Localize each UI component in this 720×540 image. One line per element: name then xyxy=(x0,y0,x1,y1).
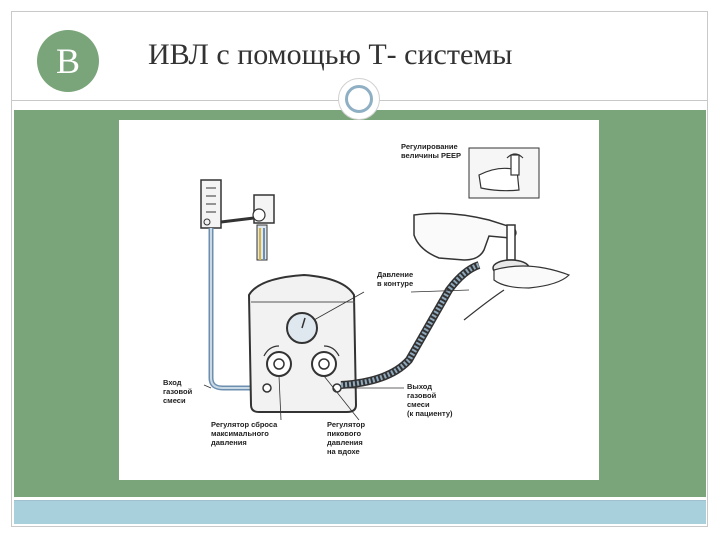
operator-hand xyxy=(413,212,517,261)
t-system-drawing xyxy=(200,147,571,421)
t-system-illustration: Регулирование величины PEEP Давление в к… xyxy=(119,120,599,480)
ring-inner-circle xyxy=(345,85,373,113)
blender-gauge-icon xyxy=(252,208,266,222)
slide-title: ИВЛ с помощью Т- системы xyxy=(148,38,513,71)
label-circuit-pressure: Давление в контуре xyxy=(377,270,414,288)
label-peak-inspiratory-pressure: Регулятор пикового давления на вдохе xyxy=(327,420,366,456)
t-piece-connector xyxy=(506,224,516,261)
infant-hand xyxy=(493,265,571,289)
divider-ring-ornament xyxy=(338,78,380,120)
slide-letter-badge: В xyxy=(37,30,99,92)
footer-band xyxy=(14,500,706,524)
label-gas-inlet: Вход газовой смеси xyxy=(163,378,193,405)
label-peep-adjustment: Регулирование величины PEEP xyxy=(401,142,462,160)
label-max-pressure-relief: Регулятор сброса максимального давления xyxy=(211,420,278,447)
label-gas-outlet: Выход газовой смеси (к пациенту) xyxy=(407,382,453,418)
